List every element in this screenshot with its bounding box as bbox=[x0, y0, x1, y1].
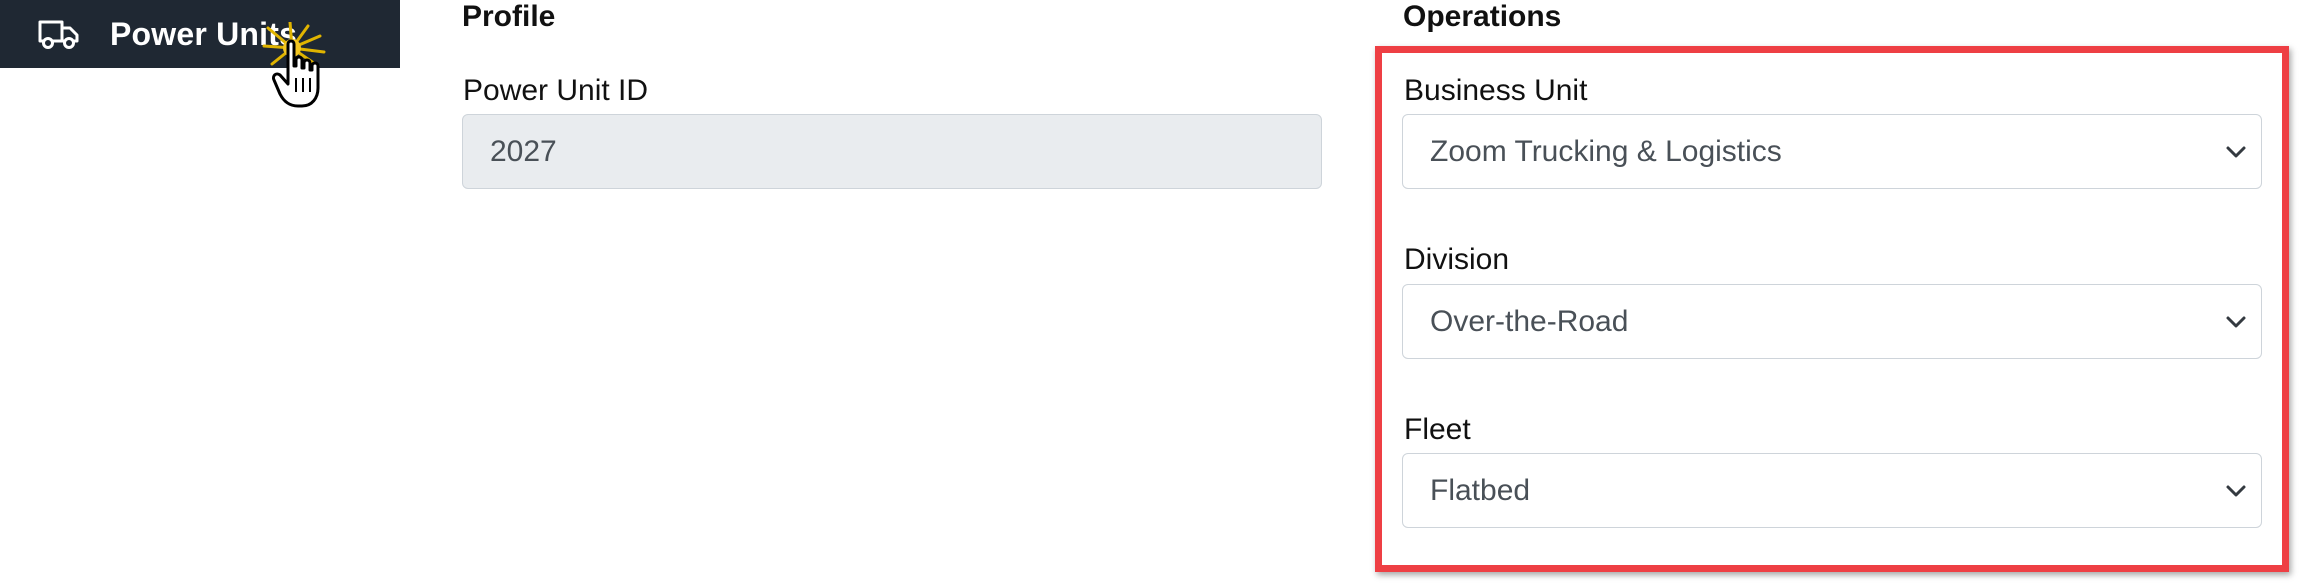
business-unit-value: Zoom Trucking & Logistics bbox=[1430, 134, 1782, 168]
power-unit-id-field: 2027 bbox=[462, 114, 1322, 189]
fleet-select[interactable]: Flatbed bbox=[1402, 453, 2262, 528]
profile-heading: Profile bbox=[462, 0, 556, 33]
business-unit-select[interactable]: Zoom Trucking & Logistics bbox=[1402, 114, 2262, 189]
truck-icon bbox=[38, 18, 80, 50]
division-label: Division bbox=[1404, 243, 1510, 276]
chevron-down-icon bbox=[2226, 146, 2246, 157]
sidebar-item-label: Power Units bbox=[110, 15, 298, 52]
division-value: Over-the-Road bbox=[1430, 304, 1629, 338]
sidebar-item-power-units[interactable]: Power Units bbox=[0, 0, 400, 68]
fleet-value: Flatbed bbox=[1430, 473, 1531, 507]
fleet-label: Fleet bbox=[1404, 413, 1471, 446]
power-unit-id-label: Power Unit ID bbox=[463, 74, 649, 107]
business-unit-label: Business Unit bbox=[1404, 74, 1588, 107]
power-unit-id-value: 2027 bbox=[490, 134, 557, 168]
division-select[interactable]: Over-the-Road bbox=[1402, 284, 2262, 359]
chevron-down-icon bbox=[2226, 485, 2246, 496]
operations-heading: Operations bbox=[1403, 0, 1562, 33]
chevron-down-icon bbox=[2226, 316, 2246, 327]
